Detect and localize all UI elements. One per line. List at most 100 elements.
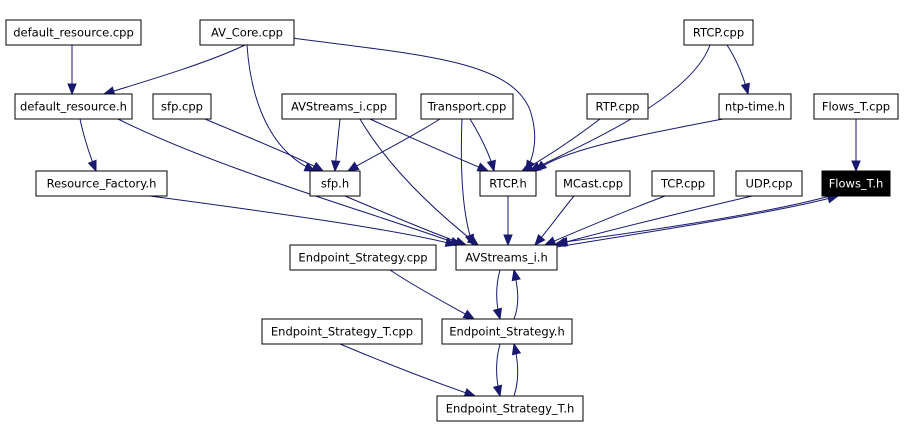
node-av-core-cpp[interactable]: AV_Core.cpp xyxy=(199,19,295,46)
node-label: Flows_T.h xyxy=(829,177,884,191)
edge-avstreams-i-cpp-to-sfp-h xyxy=(330,118,341,173)
node-rtcp-h[interactable]: RTCP.h xyxy=(479,170,537,197)
node-transport-cpp[interactable]: Transport.cpp xyxy=(420,93,514,120)
node-label: Transport.cpp xyxy=(427,100,507,114)
node-box xyxy=(35,170,168,197)
node-resource-factory-h[interactable]: Resource_Factory.h xyxy=(35,170,168,197)
node-box xyxy=(5,19,142,46)
edge-tcp-cpp-to-avstreams-i-h xyxy=(543,195,666,246)
node-rtcp-cpp[interactable]: RTCP.cpp xyxy=(683,19,754,46)
node-label: AVStreams_i.cpp xyxy=(291,100,387,114)
arrowhead-icon xyxy=(740,82,751,96)
node-default-resource-cpp[interactable]: default_resource.cpp xyxy=(5,19,142,46)
edge-default-resource-h-to-resource-factory-h xyxy=(79,118,97,173)
node-box xyxy=(586,93,649,120)
node-default-resource-h[interactable]: default_resource.h xyxy=(14,93,133,120)
edge-sfp-h-to-avstreams-i-h xyxy=(344,195,468,246)
node-label: sfp.h xyxy=(321,177,349,191)
edge-transport-cpp-to-rtcp-h xyxy=(469,118,496,173)
node-label: TCP.cpp xyxy=(660,177,705,191)
edge-avstreams-i-cpp-to-avstreams-i-h xyxy=(359,118,480,246)
arrowhead-icon xyxy=(503,234,513,247)
node-sfp-h[interactable]: sfp.h xyxy=(309,170,361,197)
edge-line xyxy=(117,118,462,246)
edge-av-core-cpp-to-default-resource-h xyxy=(102,44,246,96)
edge-line xyxy=(535,118,724,172)
node-label: Flows_T.cpp xyxy=(822,100,890,114)
node-ntp-time-h[interactable]: ntp-time.h xyxy=(718,93,792,120)
node-label: Endpoint_Strategy_T.cpp xyxy=(271,325,413,339)
arrowhead-icon xyxy=(454,236,468,246)
edge-mcast-cpp-to-avstreams-i-h xyxy=(534,195,575,247)
node-mcast-cpp[interactable]: MCast.cpp xyxy=(555,170,631,197)
edge-sfp-cpp-to-sfp-h xyxy=(204,118,325,172)
edge-default-resource-cpp-to-default-resource-h xyxy=(67,45,77,96)
edge-endpoint-strategy-h-to-avstreams-i-h xyxy=(511,268,521,320)
node-label: ntp-time.h xyxy=(725,100,785,114)
node-box xyxy=(420,93,514,120)
node-label: Endpoint_Strategy.h xyxy=(449,325,565,339)
node-box xyxy=(455,244,558,271)
arrowhead-icon xyxy=(346,161,360,172)
arrowhead-icon xyxy=(492,307,502,321)
edge-line xyxy=(291,37,536,172)
node-label: default_resource.h xyxy=(20,100,127,114)
edge-avstreams-i-h-to-flows-t-h xyxy=(556,194,840,248)
edge-line xyxy=(246,44,316,172)
node-flows-t-h[interactable]: Flows_T.h xyxy=(821,170,891,197)
edge-line xyxy=(544,195,666,246)
edge-line xyxy=(556,195,831,244)
node-endpoint-strategy-t-h[interactable]: Endpoint_Strategy_T.h xyxy=(436,395,584,422)
node-box xyxy=(555,170,631,197)
node-endpoint-strategy-t-cpp[interactable]: Endpoint_Strategy_T.cpp xyxy=(261,318,423,345)
arrowhead-icon xyxy=(444,237,458,247)
node-box xyxy=(821,170,891,197)
edge-avstreams-i-h-to-endpoint-strategy-h xyxy=(492,269,502,321)
arrowhead-icon xyxy=(520,161,534,172)
node-label: RTP.cpp xyxy=(596,100,640,114)
arrowhead-icon xyxy=(486,159,496,173)
node-tcp-cpp[interactable]: TCP.cpp xyxy=(651,170,715,197)
edge-rtcp-cpp-to-ntp-time-h xyxy=(726,44,751,96)
node-label: RTCP.h xyxy=(489,177,527,191)
edge-line xyxy=(369,118,489,172)
node-label: AVStreams_i.h xyxy=(465,251,548,265)
node-box xyxy=(281,93,397,120)
node-box xyxy=(309,170,361,197)
node-box xyxy=(813,93,899,120)
edge-avstreams-i-cpp-to-rtcp-h xyxy=(369,118,490,172)
edge-rtcp-h-to-avstreams-i-h xyxy=(503,196,513,247)
edge-line xyxy=(556,195,839,248)
edge-default-resource-h-to-avstreams-i-h xyxy=(117,118,463,246)
node-box xyxy=(152,93,212,120)
arrowhead-icon xyxy=(476,162,490,172)
node-label: sfp.cpp xyxy=(161,100,203,114)
edge-line xyxy=(359,118,479,246)
arrowhead-icon xyxy=(534,233,546,247)
edge-line xyxy=(103,44,246,95)
node-endpoint-strategy-cpp[interactable]: Endpoint_Strategy.cpp xyxy=(289,244,437,271)
arrowhead-icon xyxy=(555,236,569,247)
edge-line xyxy=(389,269,475,320)
node-box xyxy=(436,395,584,422)
node-avstreams-i-h[interactable]: AVStreams_i.h xyxy=(455,244,558,271)
edge-line xyxy=(149,195,457,246)
arrowhead-icon xyxy=(534,160,548,172)
node-box xyxy=(14,93,133,120)
node-rtp-cpp[interactable]: RTP.cpp xyxy=(586,93,649,120)
node-box xyxy=(735,170,803,197)
edge-ntp-time-h-to-rtcp-h xyxy=(534,118,724,172)
node-udp-cpp[interactable]: UDP.cpp xyxy=(735,170,803,197)
arrowhead-icon xyxy=(463,388,477,398)
edge-line xyxy=(347,118,441,172)
node-flows-t-cpp[interactable]: Flows_T.cpp xyxy=(813,93,899,120)
arrowhead-icon xyxy=(543,236,557,246)
edge-layer xyxy=(67,37,861,398)
node-avstreams-i-cpp[interactable]: AVStreams_i.cpp xyxy=(281,93,397,120)
node-label: Endpoint_Strategy.cpp xyxy=(298,251,427,265)
arrowhead-icon xyxy=(511,342,522,356)
edge-transport-cpp-to-avstreams-i-h xyxy=(460,118,474,247)
node-box xyxy=(683,19,754,46)
node-sfp-cpp[interactable]: sfp.cpp xyxy=(152,93,212,120)
node-endpoint-strategy-h[interactable]: Endpoint_Strategy.h xyxy=(441,318,573,345)
